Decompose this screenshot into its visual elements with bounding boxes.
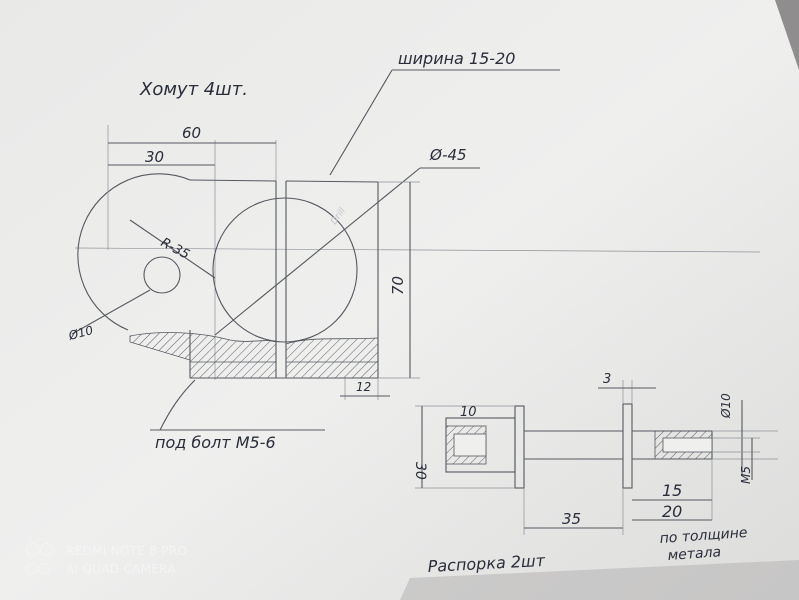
camera-infinity-icon: [26, 561, 56, 577]
dim-d10-left: Ø10: [66, 323, 95, 343]
watermark-line1: REDMI NOTE 8 PRO: [66, 544, 188, 558]
spacer-drawing: 3 10 30 Ø10 M5 15 20 35 по толщине метал…: [412, 372, 778, 576]
thickness-note-line2: метала: [667, 544, 721, 564]
dim-30-spacer: 30: [412, 462, 428, 480]
width-note: ширина 15-20: [398, 49, 515, 68]
bolt-note: под болт М5-6: [155, 433, 276, 452]
dim-30: 30: [145, 148, 164, 166]
thickness-note-line1: по толщине: [659, 525, 748, 547]
camera-logo-icon: [26, 543, 56, 559]
centerline-horizontal: [74, 247, 761, 253]
clamp-drawing: Хомут 4шт. ширина 15-20 60 30 Ø-45 R-35 …: [66, 49, 560, 452]
watermark-line2: AI QUAD CAMERA: [66, 562, 176, 576]
dim-m5: M5: [739, 466, 753, 484]
dim-15: 15: [662, 481, 682, 500]
bolt-hole-circle: [143, 256, 181, 294]
dim-70: 70: [389, 276, 407, 295]
dim-d45: Ø-45: [429, 146, 467, 164]
clamp-section-left: [129, 332, 277, 379]
clamp-outer-arc: [77, 173, 191, 331]
dim-35: 35: [562, 510, 581, 528]
dim-60: 60: [182, 124, 201, 142]
camera-watermark: REDMI NOTE 8 PRO AI QUAD CAMERA: [26, 542, 187, 578]
dim-10: 10: [460, 405, 477, 420]
clamp-title: Хомут 4шт.: [139, 79, 248, 100]
clamp-section-right: [285, 337, 379, 379]
dim-12: 12: [356, 380, 371, 394]
dim-20: 20: [662, 502, 682, 521]
clamp-bore-circle: [212, 197, 358, 343]
paper-shadow: [400, 560, 799, 600]
dim-3: 3: [603, 372, 611, 387]
dim-d10-right: Ø10: [719, 393, 733, 419]
